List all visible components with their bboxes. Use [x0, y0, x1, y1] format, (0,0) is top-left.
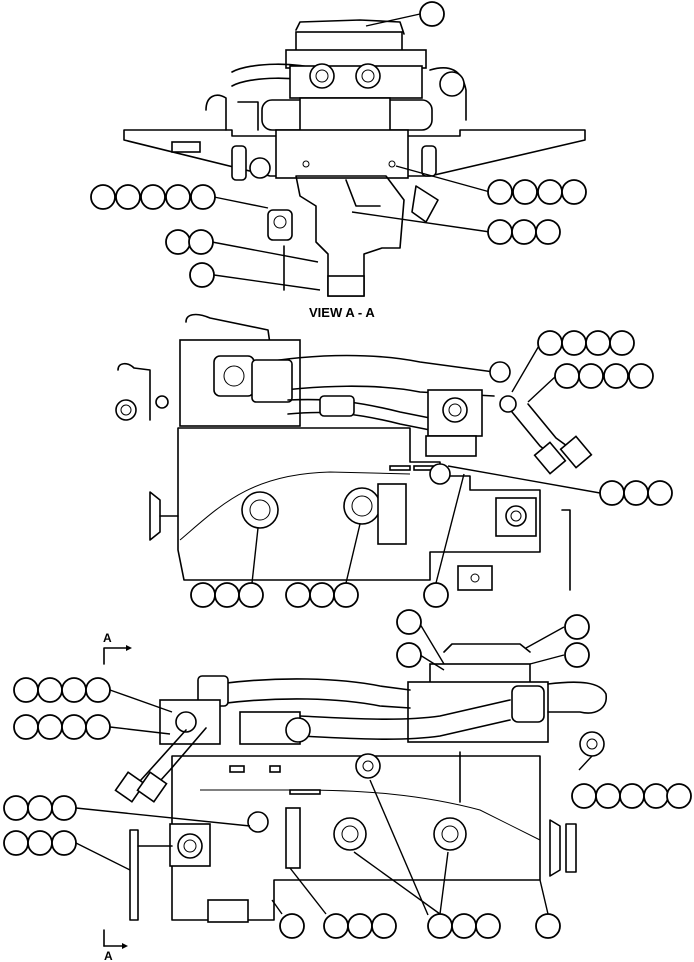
- callout-balloon: [3, 830, 29, 856]
- callout-balloon: [61, 714, 87, 740]
- callout-balloon: [90, 184, 116, 210]
- callout-balloon: [140, 184, 166, 210]
- callout-balloon: [487, 219, 513, 245]
- callout-balloon: [51, 795, 77, 821]
- callout-balloon: [13, 677, 39, 703]
- callout-balloon: [188, 229, 214, 255]
- callout-balloon: [475, 913, 501, 939]
- callout-balloon: [371, 913, 397, 939]
- callout-balloon: [396, 609, 422, 635]
- callout-balloon: [578, 363, 604, 389]
- section-arrow-label: A: [104, 949, 113, 962]
- callout-balloon: [619, 783, 645, 809]
- callout-balloon: [190, 184, 216, 210]
- callout-balloon: [535, 219, 561, 245]
- view-a-a-drawing: [123, 19, 586, 297]
- callout-balloon: [396, 642, 422, 668]
- callout-balloon: [115, 184, 141, 210]
- callouts-top-view: [90, 1, 587, 291]
- view-title: VIEW A - A: [309, 305, 375, 320]
- callout-balloon: [564, 614, 590, 640]
- bottom-view-drawing: [114, 643, 607, 923]
- callout-balloon: [623, 480, 649, 506]
- callout-balloon: [214, 582, 240, 608]
- callout-balloon: [13, 714, 39, 740]
- callout-balloon: [609, 330, 635, 356]
- callout-balloon: [537, 330, 563, 356]
- callout-balloon: [285, 582, 311, 608]
- callout-balloon: [37, 714, 63, 740]
- callout-balloon: [595, 783, 621, 809]
- callout-balloon: [61, 677, 87, 703]
- section-arrow-label: A: [103, 631, 112, 645]
- callout-balloon: [628, 363, 654, 389]
- callout-balloon: [554, 363, 580, 389]
- callouts-bottom-view: [3, 609, 692, 939]
- callout-balloon: [189, 262, 215, 288]
- callout-balloon: [512, 179, 538, 205]
- callout-balloon: [51, 830, 77, 856]
- callout-balloon: [165, 229, 191, 255]
- callout-balloon: [347, 913, 373, 939]
- callout-balloon: [27, 830, 53, 856]
- callout-balloon: [585, 330, 611, 356]
- callout-balloon: [85, 677, 111, 703]
- callout-balloon: [279, 913, 305, 939]
- callout-balloon: [599, 480, 625, 506]
- callout-balloon: [511, 219, 537, 245]
- callout-balloon: [165, 184, 191, 210]
- callout-balloon: [535, 913, 561, 939]
- callout-balloon: [333, 582, 359, 608]
- callout-balloon: [643, 783, 669, 809]
- callout-balloon: [666, 783, 692, 809]
- callout-balloon: [571, 783, 597, 809]
- callout-balloon: [561, 330, 587, 356]
- callout-balloon: [37, 677, 63, 703]
- middle-view-drawing: [115, 313, 593, 591]
- callouts-middle-view: [190, 330, 673, 608]
- callout-balloon: [27, 795, 53, 821]
- callout-balloon: [309, 582, 335, 608]
- section-arrow-bottom: [103, 929, 128, 949]
- callout-balloon: [561, 179, 587, 205]
- callout-balloon: [564, 642, 590, 668]
- callout-balloon: [603, 363, 629, 389]
- callout-balloon: [3, 795, 29, 821]
- callout-balloon: [427, 913, 453, 939]
- callout-balloon: [537, 179, 563, 205]
- callout-balloon: [487, 179, 513, 205]
- callout-balloon: [85, 714, 111, 740]
- callout-balloon: [238, 582, 264, 608]
- callout-balloon: [190, 582, 216, 608]
- section-arrow-top: [103, 645, 132, 665]
- callout-balloon: [647, 480, 673, 506]
- callout-balloon: [419, 1, 445, 27]
- callout-balloon: [323, 913, 349, 939]
- callout-balloon: [423, 582, 449, 608]
- callout-balloon: [451, 913, 477, 939]
